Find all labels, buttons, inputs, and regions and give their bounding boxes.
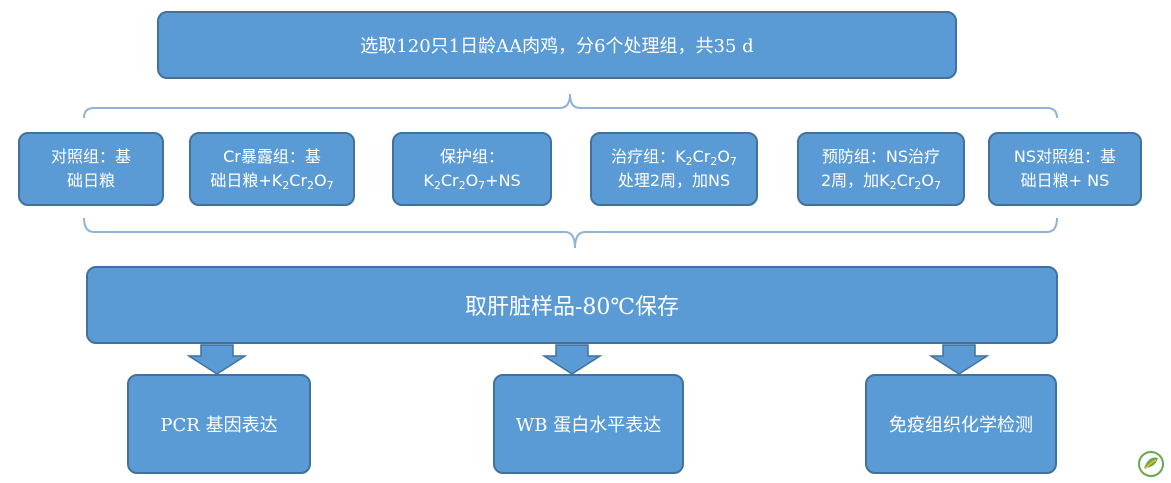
pcr-text: PCR 基因表达 (160, 415, 278, 436)
group-control-box: 对照组：基 础日粮 (18, 132, 164, 206)
wb-text: WB 蛋白水平表达 (515, 415, 662, 436)
group-label: 础日粮 (66, 171, 115, 190)
ihc-box: 免疫组织化学检测 (865, 374, 1057, 474)
group-treatment-box: 治疗组：K2Cr2O7 处理2周，加NS (590, 132, 758, 206)
down-arrow-left (186, 344, 248, 375)
group-protection-box: 保护组： K2Cr2O7+NS (392, 132, 552, 206)
group-label: 础日粮+ NS (1020, 171, 1110, 190)
group-label: 处理2周，加NS (617, 171, 731, 190)
study-design-box: 选取120只1日龄AA肉鸡，分6个处理组，共35 d (157, 11, 957, 79)
group-label: 保护组： (439, 147, 504, 166)
group-formula: 2周，加K2Cr2O7 (820, 171, 942, 192)
pcr-box: PCR 基因表达 (127, 374, 311, 474)
study-design-text: 选取120只1日龄AA肉鸡，分6个处理组，共35 d (360, 36, 754, 57)
group-label: 预防组：NS治疗 (821, 147, 941, 166)
sample-storage-box: 取肝脏样品-80℃保存 (86, 266, 1058, 344)
group-label: NS对照组：基 (1013, 147, 1117, 166)
group-cr-exposure-box: Cr暴露组：基 础日粮+K2Cr2O7 (189, 132, 355, 206)
top-bracket (83, 93, 1058, 119)
down-arrow-center (541, 344, 603, 375)
group-formula: 治疗组：K2Cr2O7 (611, 147, 737, 168)
ihc-text: 免疫组织化学检测 (889, 415, 1033, 436)
leaf-logo-icon (1138, 451, 1164, 477)
group-prevention-box: 预防组：NS治疗 2周，加K2Cr2O7 (797, 132, 965, 206)
group-ns-control-box: NS对照组：基 础日粮+ NS (988, 132, 1142, 206)
down-arrow-right (928, 344, 990, 375)
group-formula: 础日粮+K2Cr2O7 (210, 171, 334, 192)
group-label: 对照组：基 (50, 147, 131, 166)
sample-storage-text: 取肝脏样品-80℃保存 (464, 295, 680, 320)
group-formula: K2Cr2O7+NS (423, 171, 521, 192)
group-label: Cr暴露组：基 (223, 147, 321, 166)
bottom-bracket (83, 217, 1058, 249)
wb-box: WB 蛋白水平表达 (493, 374, 684, 474)
